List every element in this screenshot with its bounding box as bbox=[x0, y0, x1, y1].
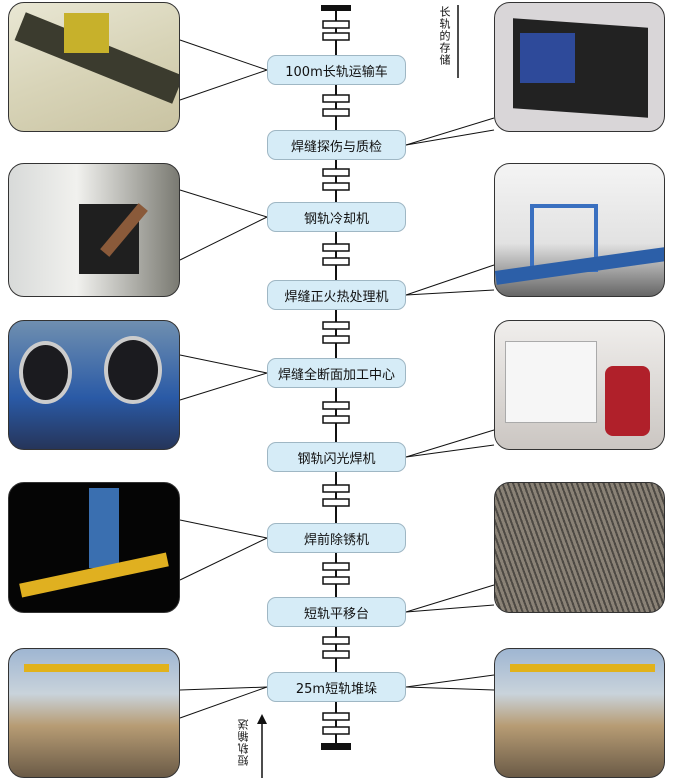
rail-tie bbox=[322, 20, 350, 29]
rail-tie bbox=[322, 168, 350, 177]
rail-tie bbox=[322, 650, 350, 659]
connector-line bbox=[405, 117, 495, 146]
rail-tie bbox=[322, 257, 350, 266]
connector-line bbox=[405, 584, 495, 613]
rail-tie bbox=[322, 243, 350, 252]
station-box: 钢轨闪光焊机 bbox=[267, 442, 406, 472]
photo-short-rail-stacking-left bbox=[8, 648, 180, 778]
photo-long-rail-transport-car bbox=[8, 2, 180, 132]
rail-tie bbox=[322, 321, 350, 330]
photo-derusting-machine bbox=[8, 482, 180, 613]
connector-line bbox=[179, 69, 268, 101]
photo-flash-butt-welder bbox=[494, 320, 665, 450]
short-rail-conveying-label: 短轨输送 bbox=[237, 718, 250, 766]
rail-tie bbox=[322, 636, 350, 645]
connector-line bbox=[405, 444, 495, 458]
connector-line bbox=[179, 519, 268, 539]
connector-line bbox=[405, 264, 495, 296]
rail-tie bbox=[322, 726, 350, 735]
connector-line bbox=[179, 216, 268, 261]
connector-line bbox=[179, 686, 268, 719]
rail-track bbox=[321, 5, 351, 750]
station-box: 短轨平移台 bbox=[267, 597, 406, 627]
connector-line bbox=[179, 537, 268, 581]
rail-tie bbox=[322, 32, 350, 41]
connector-line bbox=[179, 39, 268, 71]
connector-line bbox=[179, 372, 268, 401]
rail-tie bbox=[322, 576, 350, 585]
photo-weld-machining-center bbox=[8, 320, 180, 450]
photo-rail-cooler bbox=[8, 163, 180, 297]
photo-normalizing-heat-treatment bbox=[494, 163, 665, 297]
connector-line bbox=[405, 289, 495, 296]
connector-line bbox=[179, 189, 268, 218]
rail-tie bbox=[322, 484, 350, 493]
station-box: 焊前除锈机 bbox=[267, 523, 406, 553]
photo-short-rail-stacking-right bbox=[494, 648, 665, 778]
connector-line bbox=[405, 686, 495, 691]
connector-lines bbox=[179, 39, 495, 719]
long-rail-storage-label: 长轨的存储 bbox=[438, 6, 451, 66]
rail-tie bbox=[322, 562, 350, 571]
arrow-head-icon bbox=[257, 714, 267, 724]
connector-line bbox=[405, 604, 495, 613]
station-box: 25m短轨堆垛 bbox=[267, 672, 406, 702]
connector-line bbox=[179, 354, 268, 374]
rail-tie bbox=[322, 182, 350, 191]
photo-short-rail-transfer-table bbox=[494, 482, 665, 613]
rail-tie bbox=[322, 401, 350, 410]
station-box: 焊缝探伤与质检 bbox=[267, 130, 406, 160]
rail-tie bbox=[322, 335, 350, 344]
connector-line bbox=[405, 429, 495, 458]
rail-tie bbox=[322, 94, 350, 103]
rail-tie bbox=[322, 498, 350, 507]
photo-flaw-detector bbox=[494, 2, 665, 132]
connector-line bbox=[179, 686, 268, 691]
connector-line bbox=[405, 129, 495, 146]
rail-tie bbox=[322, 712, 350, 721]
station-box: 焊缝全断面加工中心 bbox=[267, 358, 406, 388]
station-box: 钢轨冷却机 bbox=[267, 202, 406, 232]
station-box: 100m长轨运输车 bbox=[267, 55, 406, 85]
rail-tie bbox=[322, 108, 350, 117]
connector-line bbox=[405, 674, 495, 688]
rail-top-stop bbox=[321, 5, 351, 11]
rail-bottom-stop bbox=[321, 743, 351, 750]
station-box: 焊缝正火热处理机 bbox=[267, 280, 406, 310]
rail-tie bbox=[322, 415, 350, 424]
